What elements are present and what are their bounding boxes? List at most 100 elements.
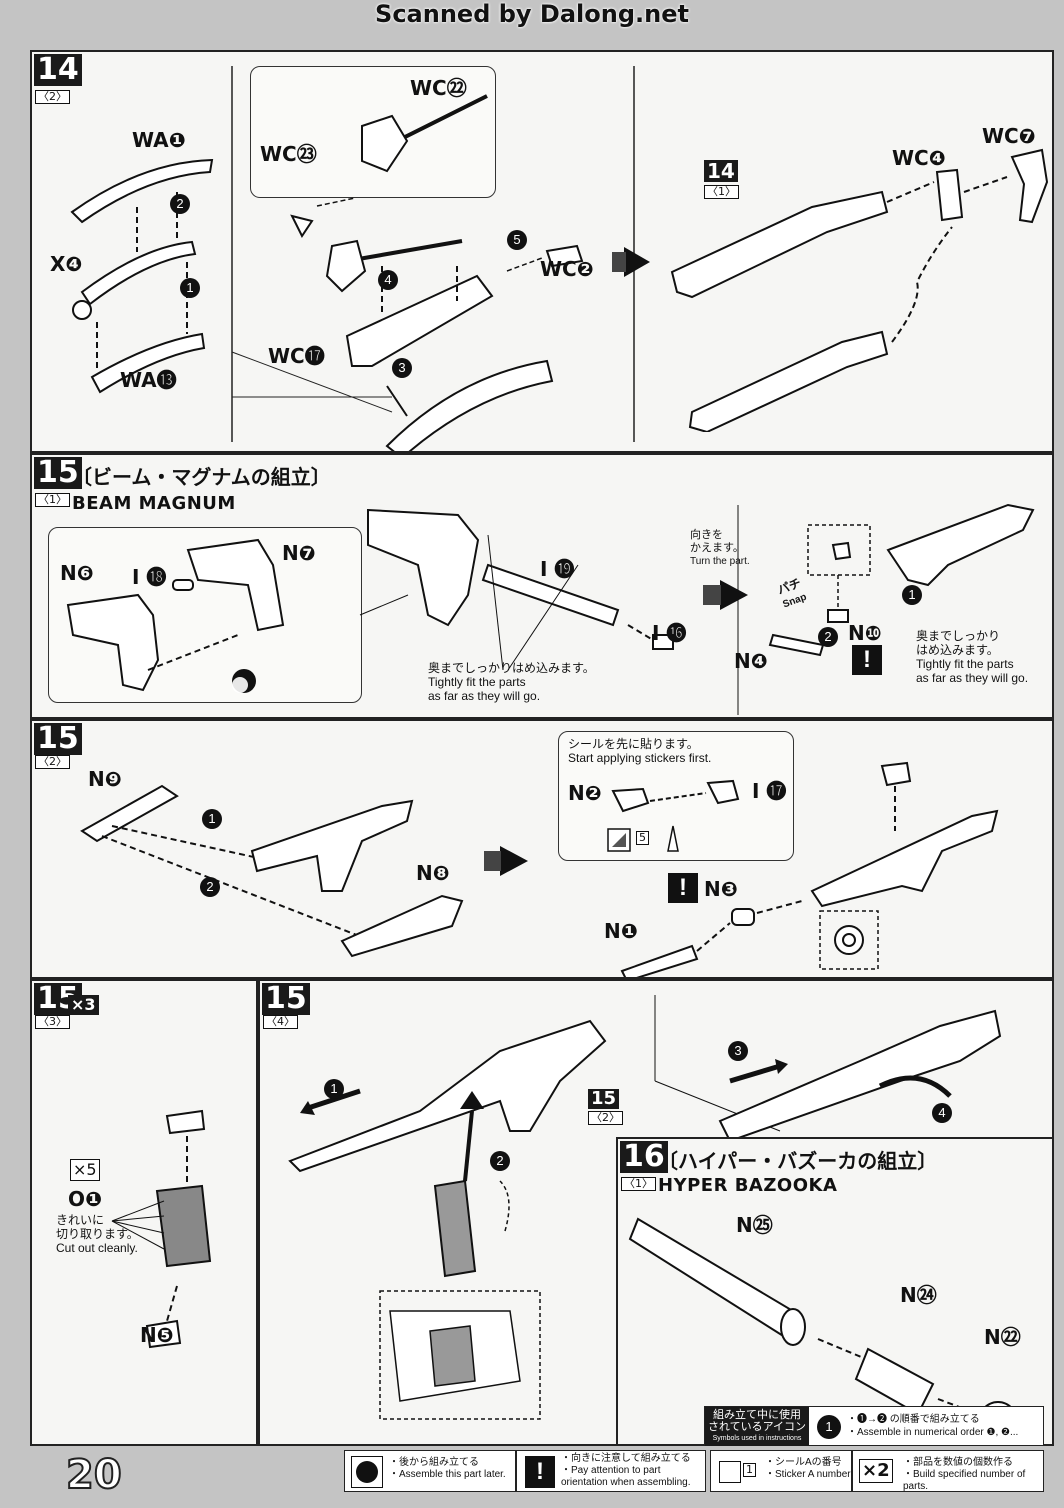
step-16-panel: 16 〔ハイパー・バズーカの組立〕 〈1〉 HYPER BAZOOKA N㉕ N… — [616, 1137, 1052, 1444]
icons-key-en: Symbols used in instructions — [712, 1435, 802, 1442]
icons-key: 組み立て中に使用 されているアイコン Symbols used in instr… — [704, 1406, 1044, 1446]
order-en: ・Assemble in numerical order ❶, ❷... — [847, 1427, 1019, 1438]
label-n25: N㉕ — [736, 1213, 773, 1237]
label-wc22: WC㉒ — [410, 76, 467, 100]
ref-substep: 〈2〉 — [588, 1111, 623, 1125]
multiply-icon: ×2 — [859, 1459, 893, 1483]
attention-icon: ! — [668, 873, 698, 903]
order-1-icon: 1 — [180, 278, 200, 298]
label-i18: I ⓲ — [132, 565, 167, 589]
note-jp-2: はめ込みます。 — [916, 643, 999, 657]
hand-parts — [111, 1109, 212, 1349]
order-2-icon: 2 — [200, 877, 220, 897]
label-n9: N❾ — [88, 767, 122, 791]
attention-icon: ! — [852, 645, 882, 675]
icons-key-header: 組み立て中に使用 されているアイコン Symbols used in instr… — [705, 1407, 809, 1446]
note-jp: 奥までしっかりはめ込みます。 — [428, 661, 595, 675]
label-wc23: WC㉓ — [260, 142, 317, 166]
order-2-icon: 2 — [490, 1151, 510, 1171]
legend-attention-jp: ・向きに注意して組み立てる — [561, 1453, 691, 1464]
cut-note: きれいに 切り取ります。 Cut out cleanly. — [56, 1213, 139, 1255]
step-14-panel: 14 〈2〉 WA❶ X❹ WA⓭ 2 1 — [30, 50, 1054, 453]
circle-later-icon — [351, 1456, 383, 1488]
section-title-jp: 〔ビーム・マグナムの組立〕 — [72, 465, 331, 489]
step-number: 15 — [34, 723, 82, 755]
legend-later: ・後から組み立てる ・Assemble this part later. — [344, 1450, 516, 1492]
ref-step-number: 14 — [704, 160, 738, 182]
substep-label: 〈3〉 — [35, 1015, 70, 1029]
label-n5: N❺ — [140, 1323, 174, 1347]
watermark: Scanned by Dalong.net — [375, 0, 689, 28]
turn-en: Turn the part. — [690, 556, 750, 567]
step-15-2-panel: 15 〈2〉 N❾ 1 2 N❽ シールを先に貼ります。 — [30, 719, 1054, 979]
label-n1: N❶ — [604, 919, 638, 943]
label-n2: N❷ — [568, 781, 602, 805]
legend-sticker: 1 ・シールAの番号 ・Sticker A number — [710, 1450, 852, 1492]
note-en-1: Tightly fit the parts — [916, 657, 1014, 671]
substep-label: 〈4〉 — [263, 1015, 298, 1029]
sticker-note-en: Start applying stickers first. — [568, 751, 712, 765]
turn-part-note: 向きを かえます。 Turn the part. — [690, 529, 750, 568]
tight-fit-note-2: 奥までしっかり はめ込みます。 Tightly fit the parts as… — [916, 629, 1028, 685]
label-wc7: WC❼ — [982, 124, 1036, 148]
icons-key-jp-1: 組み立て中に使用 — [713, 1409, 801, 1421]
substep-label: 〈2〉 — [35, 755, 70, 769]
section-title-jp: 〔ハイパー・バズーカの組立〕 — [658, 1149, 938, 1173]
order-1-icon: 1 — [202, 809, 222, 829]
step14-right-parts — [670, 148, 1049, 432]
ref-step-number: 15 — [588, 1089, 620, 1109]
label-wc2: WC❷ — [540, 257, 594, 281]
order-4-icon: 4 — [932, 1103, 952, 1123]
note-jp-1: 奥までしっかり — [916, 629, 1001, 643]
page-number: 20 — [65, 1451, 123, 1499]
turn-jp-1: 向きを — [690, 529, 723, 541]
step15-2-parts — [80, 761, 999, 977]
panel-dividers — [231, 66, 650, 442]
label-i19: I ⓳ — [540, 557, 575, 581]
step15-4-parts — [288, 995, 1002, 1420]
step14-left-parts — [70, 158, 214, 394]
order-jp: ・❶→❷ の順番で組み立てる — [847, 1414, 980, 1425]
label-wa1: WA❶ — [132, 128, 186, 152]
order-3-icon: 3 — [392, 358, 412, 378]
order-1-icon: 1 — [817, 1415, 841, 1439]
note-en-2: as far as they will go. — [428, 689, 541, 703]
order-note: ・❶→❷ の順番で組み立てる ・Assemble in numerical or… — [847, 1413, 1018, 1439]
multiply-count: ×3 — [68, 995, 99, 1015]
substep-label: 〈2〉 — [35, 90, 70, 104]
order-4-icon: 4 — [378, 270, 398, 290]
order-5-icon: 5 — [507, 230, 527, 250]
attention-icon: ! — [525, 1456, 555, 1488]
section-title-en: BEAM MAGNUM — [72, 493, 236, 514]
step-number: 15 — [34, 457, 82, 489]
legend-attention-en: ・Pay attention to part orientation when … — [561, 1465, 691, 1488]
legend-sticker-jp: ・シールAの番号 — [765, 1457, 842, 1468]
multiply-count-5: ×5 — [70, 1159, 100, 1181]
sticker-inset-parts — [607, 779, 740, 852]
sticker-first-note: シールを先に貼ります。 Start applying stickers firs… — [568, 737, 711, 765]
label-n4: N❹ — [734, 649, 768, 673]
step14-middle-parts — [290, 94, 584, 451]
label-n8: N❽ — [416, 861, 450, 885]
cut-jp-2: 切り取ります。 — [56, 1227, 139, 1241]
label-n24: N㉔ — [900, 1283, 937, 1307]
step-number: 14 — [34, 54, 82, 86]
order-2-icon: 2 — [170, 194, 190, 214]
step-15-4-panel: 15 〈4〉 1 2 3 4 15 〈2〉 16 〔ハ — [258, 979, 1054, 1446]
sticker-icon — [719, 1461, 741, 1483]
order-1-icon: 1 — [902, 585, 922, 605]
label-n7: N❼ — [282, 541, 316, 565]
tight-fit-note: 奥までしっかりはめ込みます。 Tightly fit the parts as … — [428, 661, 595, 703]
sticker-note-jp: シールを先に貼ります。 — [568, 737, 699, 751]
legend-multiply-jp: ・部品を数値の個数作る — [903, 1457, 1013, 1468]
order-1-icon: 1 — [324, 1079, 344, 1099]
order-2-icon: 2 — [818, 627, 838, 647]
substep-label: 〈1〉 — [621, 1177, 656, 1191]
ref-substep: 〈1〉 — [704, 185, 739, 199]
label-wa13: WA⓭ — [120, 368, 177, 392]
label-n22: N㉒ — [984, 1325, 1021, 1349]
legend-attention: ! ・向きに注意して組み立てる ・Pay attention to part o… — [516, 1450, 706, 1492]
label-wc17: WC⓱ — [268, 344, 325, 368]
section-title-en: HYPER BAZOOKA — [658, 1175, 838, 1196]
